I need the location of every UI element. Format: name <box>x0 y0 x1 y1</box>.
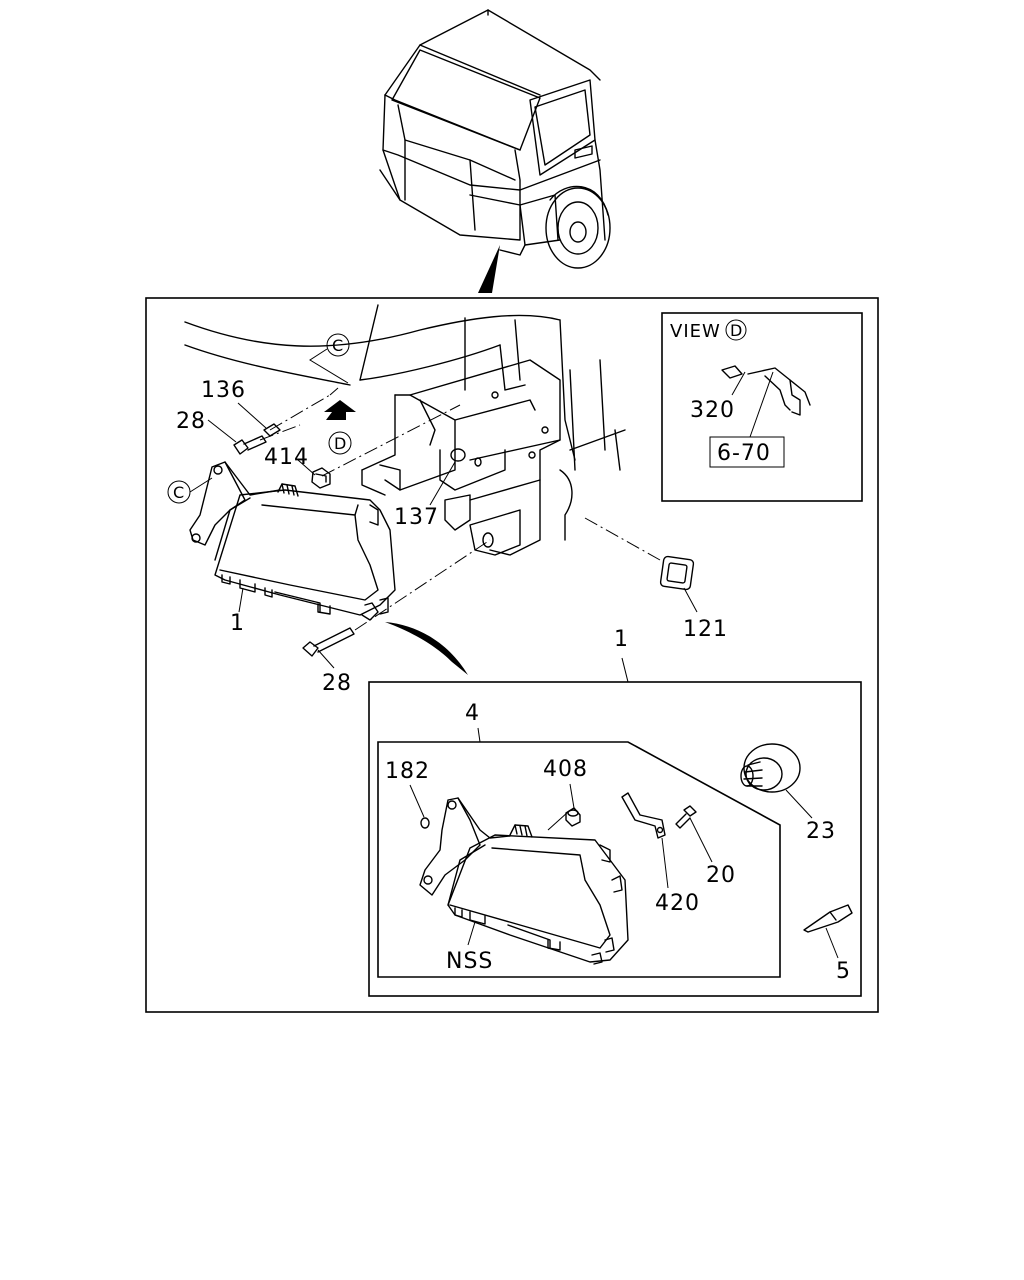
view-d-inset: VIEW D 6-70 320 <box>661 312 863 502</box>
callout-121: 121 <box>683 617 728 642</box>
part-28-bolt-top <box>233 435 267 455</box>
callout-408: 408 <box>543 757 588 782</box>
callout-20: 20 <box>706 863 736 888</box>
view-direction-arrow <box>324 400 356 420</box>
callout-5: 5 <box>836 959 851 984</box>
part-420-strap <box>621 792 666 839</box>
headlamp-assembly-exploded <box>419 797 629 965</box>
part-121-gasket <box>659 555 695 591</box>
callout-labels: 136 28 414 137 1 28 121 1 4 182 408 23 2… <box>176 378 851 984</box>
truck-cab-illustration <box>379 9 611 293</box>
callout-4: 4 <box>465 701 480 726</box>
callout-420: 420 <box>655 891 700 916</box>
part-182-ring <box>420 817 430 829</box>
callout-136: 136 <box>201 378 246 403</box>
callout-1-main: 1 <box>230 611 245 636</box>
ref-6-70: 6-70 <box>717 441 771 466</box>
grommet-137 <box>450 448 466 462</box>
callout-23: 23 <box>806 819 836 844</box>
part-23-bulb-socket <box>740 743 801 793</box>
ref-mark-c-top <box>326 333 350 357</box>
part-408-socket <box>565 807 581 827</box>
view-letter: D <box>730 321 742 340</box>
callout-nss: NSS <box>446 949 493 974</box>
main-detail-frame <box>145 297 879 1013</box>
view-label: VIEW <box>670 321 721 342</box>
part-20-screw <box>675 805 697 829</box>
part-136-nut <box>263 423 281 437</box>
callout-28-bottom: 28 <box>322 671 352 696</box>
ref-mark-c-left-label: C <box>173 483 184 502</box>
part-5-bulb <box>803 904 853 933</box>
chassis-structure <box>184 304 626 556</box>
ref-box-6-70 <box>709 436 785 468</box>
callout-320: 320 <box>690 398 735 423</box>
callout-28-top: 28 <box>176 409 206 434</box>
callout-182: 182 <box>385 759 430 784</box>
callout-414: 414 <box>264 445 309 470</box>
ref-mark-c-top-label: C <box>332 336 343 355</box>
detail-arrow <box>385 622 468 675</box>
ref-mark-d-mid <box>328 431 352 455</box>
callout-1-detail: 1 <box>614 627 629 652</box>
part-28-bolt-bottom <box>302 627 355 657</box>
leader-lines <box>207 402 839 959</box>
callout-137: 137 <box>394 505 439 530</box>
exploded-detail-frame <box>368 681 862 997</box>
ref-mark-d-mid-label: D <box>334 434 346 453</box>
assembly-4-outline <box>377 741 781 978</box>
part-414-clip <box>311 467 331 489</box>
headlamp-assembly-main <box>189 461 396 621</box>
